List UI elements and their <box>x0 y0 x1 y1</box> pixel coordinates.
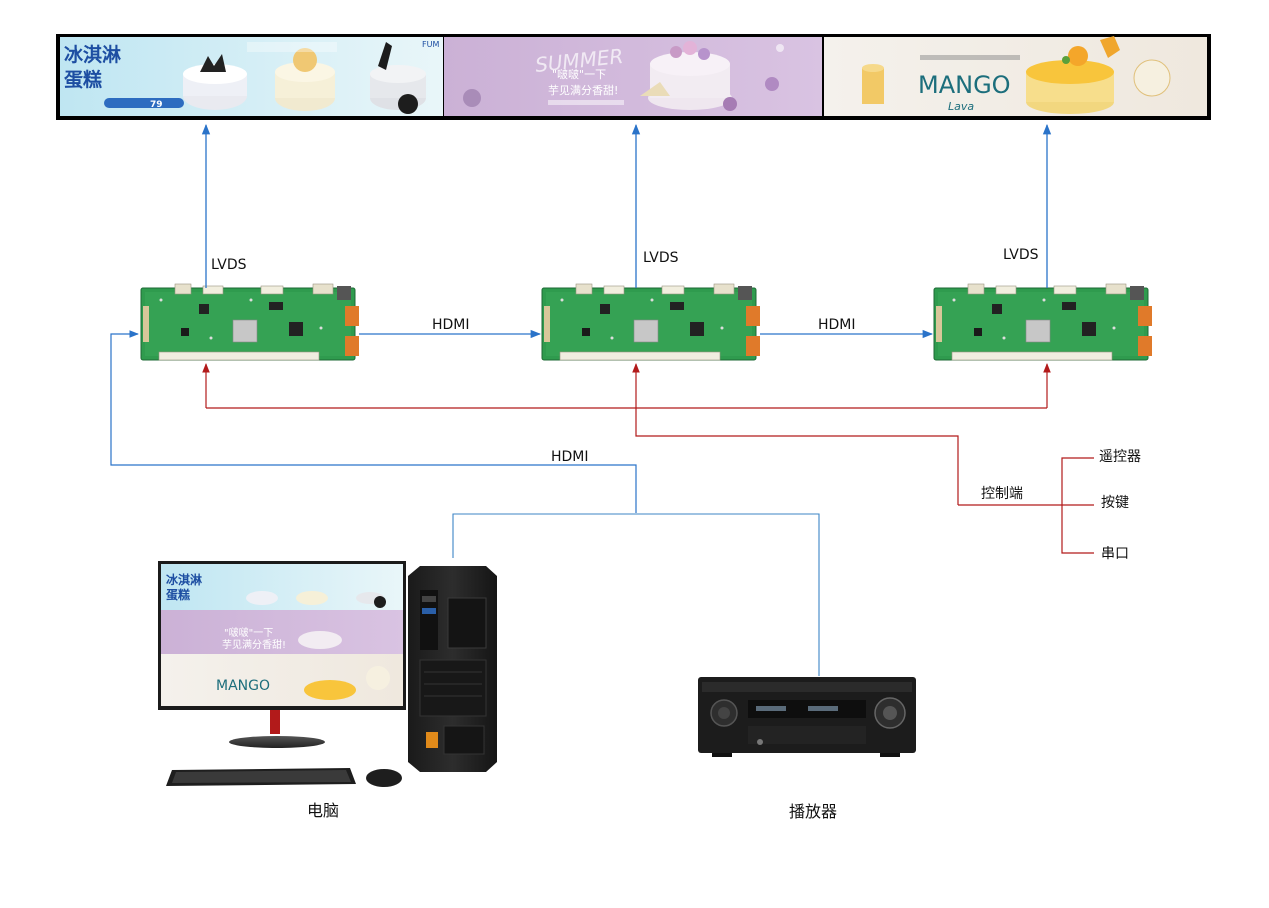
panel3-mango-title: MANGO <box>918 71 1011 99</box>
control-label: 控制端 <box>981 486 1023 502</box>
controller-board-2 <box>541 283 761 361</box>
svg-text:MANGO: MANGO <box>216 678 270 694</box>
controller-board-1 <box>140 283 360 361</box>
panel1-brand: FUM <box>422 40 439 49</box>
button-label: 按键 <box>1101 495 1129 511</box>
svg-text:芋见满分香甜!: 芋见满分香甜! <box>222 638 286 651</box>
panel3-lava-script: Lava <box>948 100 974 113</box>
computer-illustration: 冰淇淋 蛋糕 "啵啵"一下 芋见满分香甜! MANGO <box>158 561 497 787</box>
hdmi-input-line <box>110 330 637 513</box>
svg-text:冰淇淋: 冰淇淋 <box>166 572 202 587</box>
computer-label: 电脑 <box>307 801 340 820</box>
panel1-title-line1: 冰淇淋 <box>64 43 121 66</box>
lvds-label-1: LVDS <box>211 257 247 273</box>
lvds-label-3: LVDS <box>1003 247 1039 263</box>
controller-board-3 <box>933 283 1153 361</box>
lvds-label-2: LVDS <box>643 250 679 266</box>
display-panel-mango-lava: MANGO Lava <box>824 36 1207 116</box>
panel1-price: 79 <box>150 100 163 110</box>
panel2-line1: "啵啵"一下 <box>552 67 606 81</box>
player-label: 播放器 <box>789 802 838 821</box>
hdmi-input-label: HDMI <box>551 449 589 465</box>
panel1-title-line2: 蛋糕 <box>64 68 102 91</box>
source-branch-line <box>452 513 820 676</box>
hdmi-label-2: HDMI <box>818 317 856 333</box>
display-panel-summer-taro: SUMMER "啵啵"一下 芋见满分香甜! <box>444 37 822 116</box>
hdmi-label-1: HDMI <box>432 317 470 333</box>
display-panel-ice-cream-cake: 冰淇淋 蛋糕 79 FUM <box>60 37 443 116</box>
control-line-board2 <box>632 363 959 505</box>
panel2-line2: 芋见满分香甜! <box>548 84 618 97</box>
player-illustration <box>698 677 916 757</box>
remote-label: 遥控器 <box>1099 449 1141 465</box>
svg-text:"啵啵"一下: "啵啵"一下 <box>224 626 273 639</box>
svg-text:蛋糕: 蛋糕 <box>166 587 190 602</box>
serial-label: 串口 <box>1101 546 1129 562</box>
bar-display: 冰淇淋 蛋糕 79 FUM SUMMER "啵啵"一下 芋 <box>56 34 1211 120</box>
